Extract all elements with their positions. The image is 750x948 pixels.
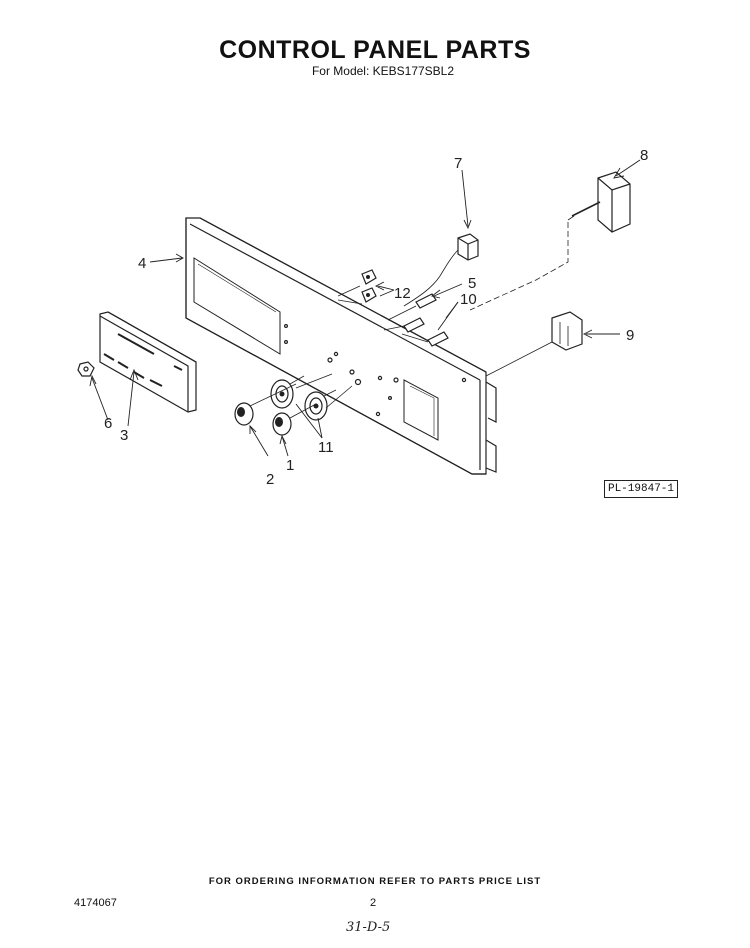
callout-4: 4 <box>138 255 146 272</box>
switch-part-11 <box>271 376 336 420</box>
leader-lines <box>90 160 640 456</box>
assembly-lines <box>250 286 428 418</box>
control-panel-part-4 <box>186 218 496 474</box>
lamp-part-5 <box>416 294 436 308</box>
callout-8: 8 <box>640 147 648 164</box>
knob-part-1 <box>273 413 291 435</box>
callout-11: 11 <box>318 439 334 456</box>
model-subtitle: For Model: KEBS177SBL2 <box>311 64 455 78</box>
callout-10: 10 <box>460 291 477 308</box>
page-title: CONTROL PANEL PARTS <box>219 36 531 64</box>
switch-part-7 <box>404 234 478 306</box>
document-number: 4174067 <box>74 897 117 909</box>
callout-2: 2 <box>266 471 274 488</box>
terminal-block-part-9 <box>486 312 582 376</box>
lamp-part-10 <box>404 318 448 346</box>
callout-3: 3 <box>120 427 128 444</box>
clip-part-12 <box>362 270 376 302</box>
callout-1: 1 <box>286 457 294 474</box>
probe-part-8 <box>470 172 630 310</box>
page-number: 2 <box>370 897 377 909</box>
callout-labels: 1 2 3 4 5 6 7 8 9 10 11 12 <box>104 147 648 488</box>
knob-part-2 <box>235 403 253 425</box>
callout-9: 9 <box>626 327 634 344</box>
handwritten-note: 31-D-5 <box>346 920 391 935</box>
callout-12: 12 <box>394 285 411 302</box>
callout-5: 5 <box>468 275 476 292</box>
plate-number-label: PL-19847-1 <box>604 480 678 498</box>
screw-part-6 <box>78 362 94 376</box>
dial-plate-part-3 <box>100 312 196 412</box>
callout-7: 7 <box>454 155 462 172</box>
ordering-note: FOR ORDERING INFORMATION REFER TO PARTS … <box>208 876 542 887</box>
callout-6: 6 <box>104 415 112 432</box>
